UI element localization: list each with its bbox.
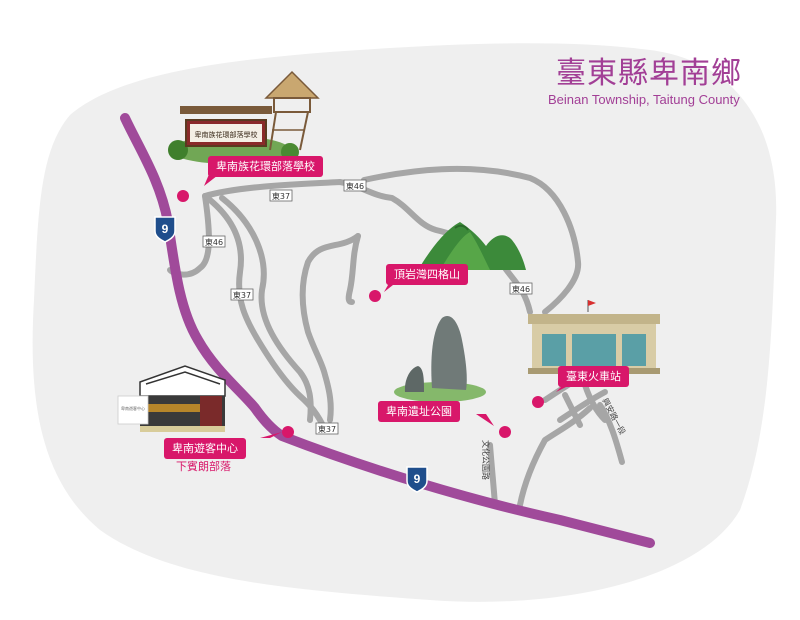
poi-dot-ruins[interactable] <box>499 426 511 438</box>
svg-text:東46: 東46 <box>205 237 223 247</box>
mountain-illustration <box>418 222 526 270</box>
road-hill-spur <box>345 233 361 305</box>
ruins-label-tail <box>476 414 494 426</box>
svg-text:東46: 東46 <box>346 181 364 191</box>
road-xingan <box>597 402 625 465</box>
svg-text:東37: 東37 <box>318 424 336 434</box>
road-east37-loop <box>219 195 314 423</box>
school-sign-text: 卑南族花環部落學校 <box>195 130 258 139</box>
visitor-label-tail <box>260 432 282 438</box>
poi-label-mountain[interactable]: 頂岩灣四格山 <box>386 264 468 285</box>
svg-text:東46: 東46 <box>512 284 530 294</box>
poi-label-school[interactable]: 卑南族花環部落學校 <box>208 156 323 177</box>
poi-dot-visitor[interactable] <box>282 426 294 438</box>
township-region <box>32 43 777 602</box>
road-east46-spur <box>361 165 582 315</box>
highway-9-shield-north: 9 <box>154 216 176 243</box>
road-station-grid-d <box>582 382 608 423</box>
highway-9-shield-south-label: 9 <box>414 472 421 486</box>
svg-text:東37: 東37 <box>272 191 290 201</box>
road-hill-loop <box>299 233 361 423</box>
road-station-grid-b <box>557 389 608 423</box>
road-label-east37-a: 東37 <box>269 189 293 202</box>
poi-label-tribe[interactable]: 下賓朗部落 <box>176 460 231 473</box>
poi-dot-mountain[interactable] <box>369 290 381 302</box>
road-label-east46-c: 東46 <box>509 282 533 295</box>
poi-dot-station[interactable] <box>532 396 544 408</box>
poi-label-station[interactable]: 臺東火車站 <box>558 366 629 387</box>
poi-label-ruins[interactable]: 卑南遺址公園 <box>378 401 460 422</box>
visitor-sign-text: 卑南遊客中心 <box>121 405 145 411</box>
map-title: 臺東縣卑南鄉 <box>556 56 742 91</box>
poi-dot-school[interactable] <box>177 190 189 202</box>
highway-9-shield-north-label: 9 <box>162 222 169 236</box>
visitor-center-illustration: 卑南遊客中心 <box>117 365 226 432</box>
road-station-grid-c <box>562 392 583 428</box>
road-east37-main <box>202 193 328 433</box>
station-illustration <box>528 300 660 374</box>
svg-text:東37: 東37 <box>233 290 251 300</box>
road-name-culture-park: 文化公園路 <box>481 440 491 480</box>
ruins-stone-illustration <box>394 316 486 402</box>
poi-label-visitor-center[interactable]: 卑南遊客中心 <box>164 438 246 459</box>
road-label-east37-c: 東37 <box>315 422 339 435</box>
highway-9-shield-south: 9 <box>406 466 428 493</box>
road-label-east46-a: 東46 <box>343 179 367 192</box>
map-subtitle: Beinan Township, Taitung County <box>548 92 740 107</box>
road-label-east46-b: 東46 <box>202 235 226 248</box>
road-label-east37-b: 東37 <box>230 288 254 301</box>
